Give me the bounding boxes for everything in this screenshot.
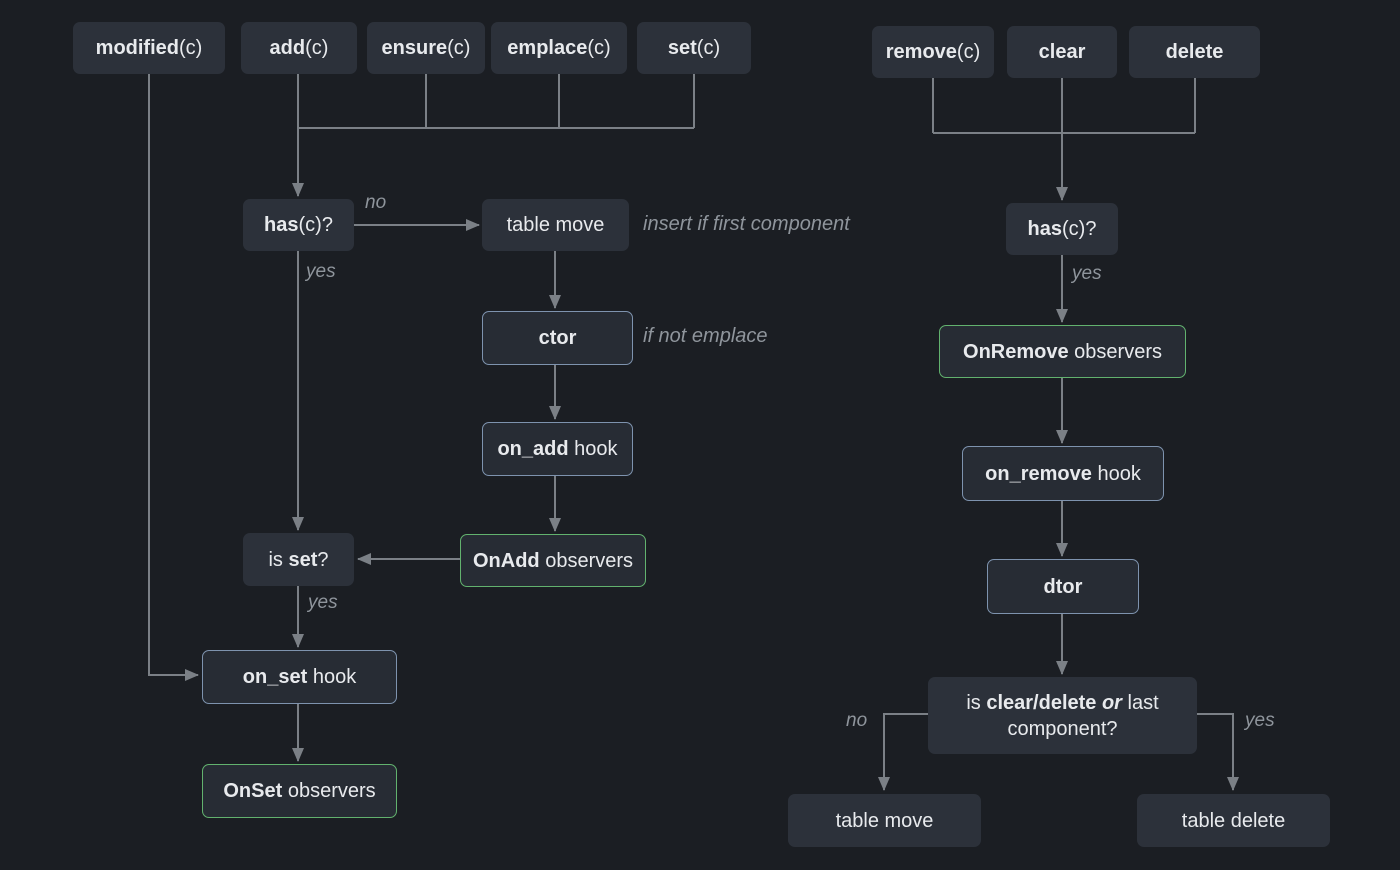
label-part: (c) bbox=[305, 37, 329, 59]
label-part: (c) bbox=[696, 37, 721, 59]
label-part: has bbox=[264, 214, 299, 236]
node-set: set(c) bbox=[637, 22, 751, 74]
label-part: hook bbox=[568, 438, 618, 460]
node-is-clear-delete: is clear/delete or last component? bbox=[928, 677, 1197, 754]
label-part: table move bbox=[835, 809, 934, 832]
label-part: has bbox=[1027, 218, 1062, 240]
node-emplace: emplace(c) bbox=[491, 22, 627, 74]
edge-label-no-bottom: no bbox=[846, 710, 868, 731]
edge-isclear-no-tablemove bbox=[878, 713, 928, 791]
node-on-set-hook: on_set hook bbox=[202, 650, 397, 704]
node-modified: modified(c) bbox=[73, 22, 225, 74]
edge-label-yes-is-set: yes bbox=[308, 592, 338, 613]
label-part: dtor bbox=[1043, 575, 1083, 598]
label-part: clear bbox=[1038, 41, 1086, 63]
label-part: (c)? bbox=[1062, 218, 1097, 240]
node-has-left: has(c)? bbox=[243, 199, 354, 251]
node-add: add(c) bbox=[241, 22, 357, 74]
node-table-move-bottom: table move bbox=[788, 794, 981, 847]
label-part: table delete bbox=[1181, 809, 1286, 832]
node-onset-observers: OnSet observers bbox=[202, 764, 397, 818]
label-part: OnSet bbox=[223, 780, 283, 802]
annotation-insert-if-first: insert if first component bbox=[643, 213, 850, 235]
label-part: OnRemove bbox=[963, 340, 1069, 363]
label-part: OnAdd bbox=[472, 549, 540, 572]
node-table-delete: table delete bbox=[1137, 794, 1330, 847]
edge-label-no-has-left: no bbox=[365, 192, 387, 213]
label-part: (c) bbox=[956, 41, 981, 63]
label-part: set bbox=[667, 37, 697, 59]
label-part: (c) bbox=[179, 37, 203, 59]
label-part: is bbox=[268, 548, 289, 571]
label-part: modified bbox=[95, 37, 179, 59]
label-part: observers bbox=[1068, 340, 1162, 363]
label-part: (c) bbox=[447, 37, 471, 59]
node-delete: delete bbox=[1129, 26, 1260, 78]
label-part: clear/delete bbox=[986, 691, 1102, 714]
label-part: last component? bbox=[1007, 691, 1165, 740]
label-part: on_remove bbox=[985, 462, 1092, 485]
node-on-add-hook: on_add hook bbox=[482, 422, 633, 476]
label-part: hook bbox=[1091, 462, 1141, 485]
label-part: ? bbox=[317, 548, 329, 571]
node-remove: remove(c) bbox=[872, 26, 994, 78]
label-part: observers bbox=[539, 549, 634, 572]
label-part: (c) bbox=[587, 37, 611, 59]
node-onadd-observers: OnAdd observers bbox=[460, 534, 646, 587]
label-part: on_add bbox=[497, 438, 569, 460]
node-ensure: ensure(c) bbox=[367, 22, 485, 74]
label-part: emplace bbox=[507, 37, 588, 59]
edge-isclear-yes-tabledelete bbox=[1197, 713, 1239, 791]
label-wrap: is clear/delete or last component? bbox=[942, 690, 1183, 742]
label-part: ensure bbox=[381, 37, 448, 59]
label-part: observers bbox=[282, 780, 376, 802]
label-part: hook bbox=[307, 666, 357, 688]
node-table-move-top: table move bbox=[482, 199, 629, 251]
edge-label-yes-has-right: yes bbox=[1072, 263, 1102, 284]
label-part: (c)? bbox=[298, 214, 333, 236]
label-part: or bbox=[1101, 691, 1122, 714]
node-has-right: has(c)? bbox=[1006, 203, 1118, 255]
edge-label-yes-bottom: yes bbox=[1245, 710, 1275, 731]
node-is-set: is set? bbox=[243, 533, 354, 586]
label-part: is bbox=[966, 691, 987, 714]
node-onremove-observers: OnRemove observers bbox=[939, 325, 1186, 378]
label-part: table move bbox=[506, 214, 605, 236]
node-on-remove-hook: on_remove hook bbox=[962, 446, 1164, 501]
label-part: delete bbox=[1165, 41, 1224, 63]
label-part: on_set bbox=[242, 666, 308, 688]
edge-label-yes-has-left: yes bbox=[306, 261, 336, 282]
node-dtor: dtor bbox=[987, 559, 1139, 614]
label-part: remove bbox=[885, 41, 957, 63]
node-ctor: ctor bbox=[482, 311, 633, 365]
label-part: ctor bbox=[538, 327, 577, 349]
annotation-if-not-emplace: if not emplace bbox=[643, 325, 768, 347]
label-part: add bbox=[269, 37, 306, 59]
label-part: set bbox=[288, 548, 318, 571]
node-clear: clear bbox=[1007, 26, 1117, 78]
edge-modified-to-onset bbox=[148, 74, 199, 681]
